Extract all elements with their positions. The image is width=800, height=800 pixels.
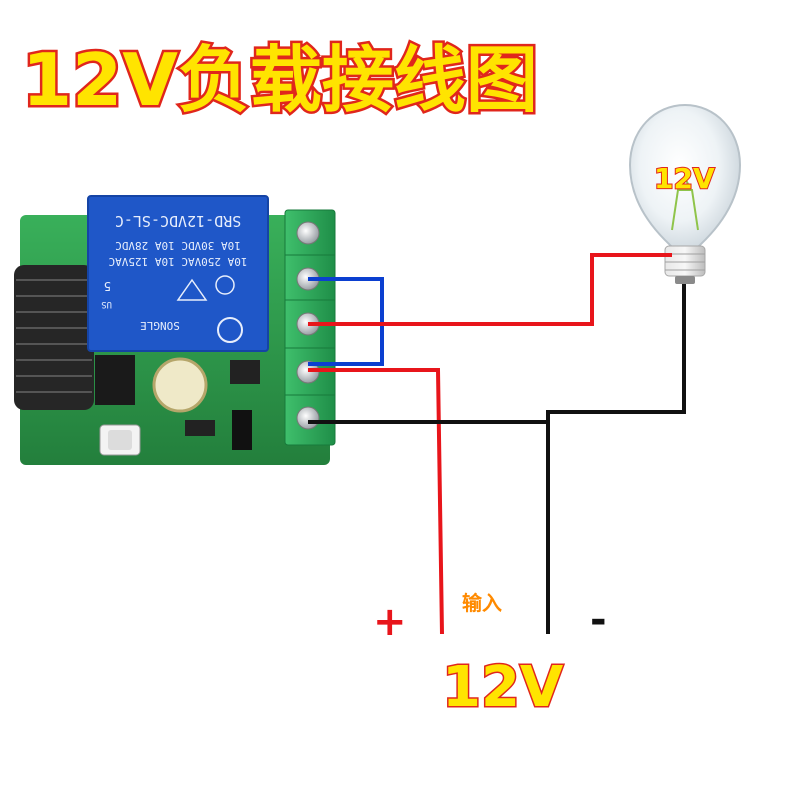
relay-rating-line2: 10A 250VAC 10A 125VAC [108,255,247,268]
antenna-coil [14,265,94,410]
relay-brand: SONGLE [140,319,180,332]
capacitor [152,357,208,413]
songle-logo-icon [217,317,243,343]
relay: SRD-12VDC-SL-C 10A 30VDC 10A 28VDC 10A 2… [87,195,269,352]
black-wire-common [308,420,550,634]
relay-rating-line1: 10A 30VDC 10A 28VDC [115,239,241,252]
plus-sign: + [373,599,407,645]
wiring [308,253,686,635]
terminal-block [284,209,336,446]
relay-pin-count: 5 [104,279,111,293]
input-label: 输入 [462,591,502,615]
certification-mark-icon [215,275,235,295]
light-bulb-icon: 12V [628,103,742,284]
relay-model-text: SRD-12VDC-SL-C [115,212,241,230]
supply-voltage-label: 12V [442,655,564,720]
black-wire-lamp-return [546,284,686,422]
lamp-voltage-label: 12V [654,162,715,195]
blue-jumper-wire [308,277,384,366]
minus-sign: - [590,597,607,643]
relay-us-mark: US [101,299,112,309]
terminal-screw-1 [296,221,320,245]
pushbutton [108,430,132,450]
red-wire-positive-input [308,368,444,635]
diagram-title: 12V负载接线图 [22,38,538,122]
relay-module: SRD-12VDC-SL-C 10A 30VDC 10A 28VDC 10A 2… [14,195,336,465]
terminal-screw-5 [296,406,320,430]
warning-triangle-icon [176,278,208,301]
red-wire-to-lamp [308,253,672,326]
